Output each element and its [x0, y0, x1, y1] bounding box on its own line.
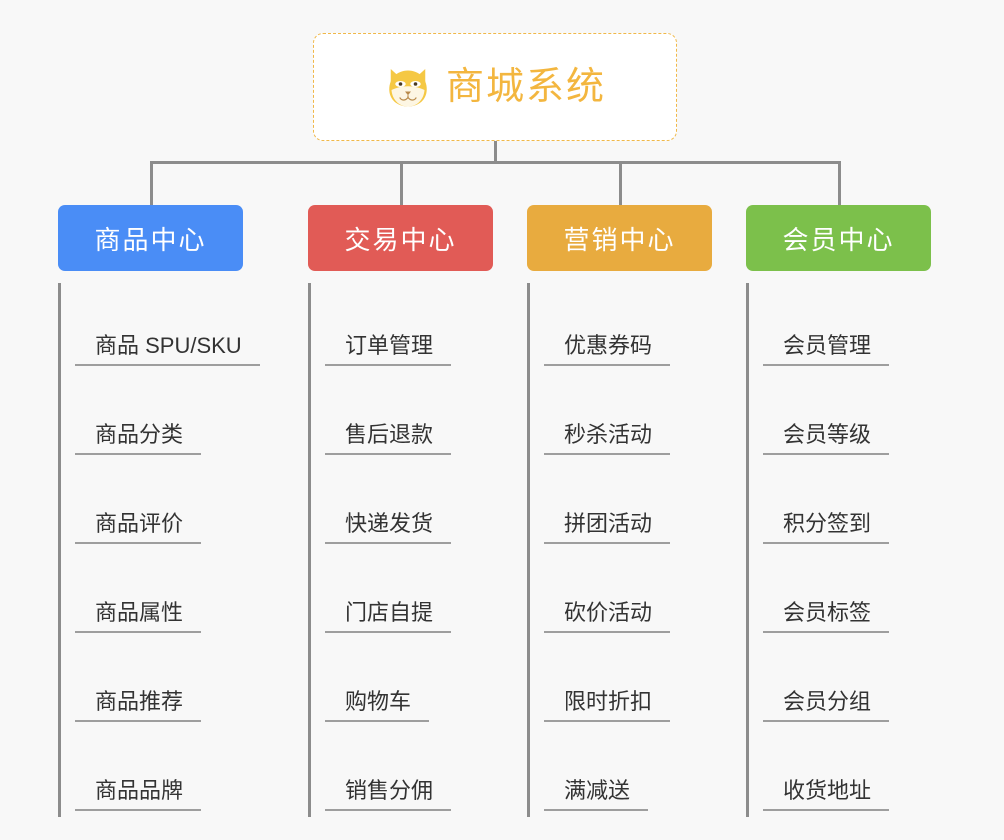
branch-child-label: 门店自提 — [325, 602, 452, 633]
branch-child-item[interactable]: 商品品牌 — [75, 728, 243, 817]
branch-child-item[interactable]: 销售分佣 — [325, 728, 493, 817]
branch-child-label: 会员管理 — [763, 335, 890, 366]
branch-header-2[interactable]: 交易中心 — [308, 205, 493, 271]
branch-column: 交易中心 订单管理 售后退款 快递发货 门店自提 购物车 销售分佣 — [308, 205, 493, 817]
branch-children-list: 商品 SPU/SKU 商品分类 商品评价 商品属性 商品推荐 商品品牌 — [58, 283, 260, 817]
root-title: 商城系统 — [445, 66, 606, 108]
branch-child-label: 砍价活动 — [544, 602, 671, 633]
branch-header-label: 商品中心 — [94, 224, 207, 255]
shiba-dog-face-icon — [389, 69, 427, 107]
branch-child-label: 满减送 — [544, 780, 649, 811]
branch-child-item[interactable]: 商品 SPU/SKU — [75, 283, 260, 372]
branch-header-3[interactable]: 营销中心 — [527, 205, 712, 271]
branch-header-1[interactable]: 商品中心 — [58, 205, 243, 271]
branch-child-label: 会员等级 — [763, 424, 890, 455]
branch-child-item[interactable]: 商品推荐 — [75, 639, 243, 728]
branch-child-item[interactable]: 积分签到 — [763, 461, 931, 550]
branch-child-label: 收货地址 — [763, 780, 890, 811]
branch-child-label: 购物车 — [325, 691, 430, 722]
connector-root-stem — [494, 141, 497, 164]
connector-drop-4 — [838, 161, 841, 207]
branch-child-item[interactable]: 快递发货 — [325, 461, 493, 550]
branch-child-label: 会员标签 — [763, 602, 890, 633]
branch-child-item[interactable]: 会员等级 — [763, 372, 931, 461]
branch-column: 会员中心 会员管理 会员等级 积分签到 会员标签 会员分组 收货地址 — [746, 205, 931, 817]
branch-child-item[interactable]: 订单管理 — [325, 283, 493, 372]
branch-child-item[interactable]: 商品评价 — [75, 461, 243, 550]
branch-child-label: 商品评价 — [75, 513, 202, 544]
branch-child-label: 商品 SPU/SKU — [75, 335, 260, 366]
branch-child-label: 拼团活动 — [544, 513, 671, 544]
connector-drop-2 — [400, 161, 403, 207]
branch-header-label: 会员中心 — [782, 224, 895, 255]
branch-child-label: 订单管理 — [325, 335, 452, 366]
branch-child-item[interactable]: 售后退款 — [325, 372, 493, 461]
branch-child-item[interactable]: 商品分类 — [75, 372, 243, 461]
branch-child-item[interactable]: 会员分组 — [763, 639, 931, 728]
branch-child-label: 快递发货 — [325, 513, 452, 544]
branch-child-item[interactable]: 会员标签 — [763, 550, 931, 639]
branch-child-label: 秒杀活动 — [544, 424, 671, 455]
branch-child-item[interactable]: 购物车 — [325, 639, 493, 728]
branch-child-label: 会员分组 — [763, 691, 890, 722]
branch-child-label: 销售分佣 — [325, 780, 452, 811]
root-node[interactable]: 商城系统 — [313, 33, 677, 141]
branch-child-item[interactable]: 满减送 — [544, 728, 712, 817]
connector-horizontal-bus — [150, 161, 840, 164]
branch-children-list: 优惠券码 秒杀活动 拼团活动 砍价活动 限时折扣 满减送 — [527, 283, 712, 817]
branch-child-item[interactable]: 秒杀活动 — [544, 372, 712, 461]
branch-child-label: 商品分类 — [75, 424, 202, 455]
branch-child-item[interactable]: 商品属性 — [75, 550, 243, 639]
branch-child-label: 积分签到 — [763, 513, 890, 544]
branch-child-label: 限时折扣 — [544, 691, 671, 722]
branch-child-item[interactable]: 拼团活动 — [544, 461, 712, 550]
branch-column: 营销中心 优惠券码 秒杀活动 拼团活动 砍价活动 限时折扣 满减送 — [527, 205, 712, 817]
branch-child-label: 商品属性 — [75, 602, 202, 633]
branch-header-label: 营销中心 — [563, 224, 676, 255]
branch-child-label: 商品品牌 — [75, 780, 202, 811]
branch-children-list: 会员管理 会员等级 积分签到 会员标签 会员分组 收货地址 — [746, 283, 931, 817]
branch-child-label: 售后退款 — [325, 424, 452, 455]
branch-child-item[interactable]: 限时折扣 — [544, 639, 712, 728]
connector-drop-1 — [150, 161, 153, 207]
branch-child-item[interactable]: 会员管理 — [763, 283, 931, 372]
branch-column: 商品中心 商品 SPU/SKU 商品分类 商品评价 商品属性 商品推荐 商品品牌 — [58, 205, 260, 817]
branch-child-item[interactable]: 门店自提 — [325, 550, 493, 639]
branch-child-label: 优惠券码 — [544, 335, 671, 366]
branch-child-item[interactable]: 砍价活动 — [544, 550, 712, 639]
branch-child-item[interactable]: 优惠券码 — [544, 283, 712, 372]
branch-header-4[interactable]: 会员中心 — [746, 205, 931, 271]
branch-child-item[interactable]: 收货地址 — [763, 728, 931, 817]
connector-drop-3 — [619, 161, 622, 207]
branch-children-list: 订单管理 售后退款 快递发货 门店自提 购物车 销售分佣 — [308, 283, 493, 817]
branch-header-label: 交易中心 — [344, 224, 457, 255]
branch-child-label: 商品推荐 — [75, 691, 202, 722]
